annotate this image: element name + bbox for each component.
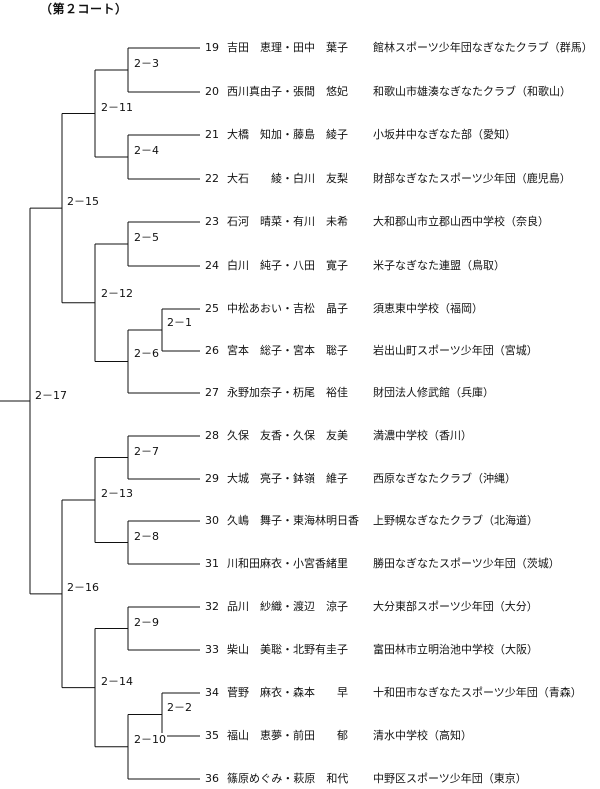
entry-number: 24 [205,259,219,272]
entry-number: 34 [205,686,219,699]
entry-team: 十和田市なぎなたスポーツ少年団（青森） [373,686,582,699]
entry-players: 品川 紗織・渡辺 涼子 [227,600,348,613]
match-label-m2-2: 2－2 [166,701,193,715]
entry-row: 32 品川 紗織・渡辺 涼子 大分東部スポーツ少年団（大分） [205,597,538,617]
court-title: （第２コート） [40,2,128,16]
entry-team: 清水中学校（高知） [373,729,472,742]
entry-number: 36 [205,772,219,785]
entry-players: 久嶋 舞子・東海林明日香 [227,514,359,527]
entry-number: 33 [205,643,219,656]
entry-number: 25 [205,302,219,315]
match-label-m2-6: 2－6 [133,347,160,361]
entry-players: 永野加奈子・杤尾 裕佳 [227,386,348,399]
match-label-m2-13: 2－13 [100,487,134,501]
entry-team: 大分東部スポーツ少年団（大分） [373,600,538,613]
entry-team: 岩出山町スポーツ少年団（宮城） [373,344,538,357]
match-label-m2-5: 2－5 [133,231,160,245]
match-label-m2-11: 2－11 [100,101,134,115]
entry-team: 富田林市立明治池中学校（大阪） [373,643,538,656]
entry-team: 大和郡山市立郡山西中学校（奈良） [373,215,549,228]
entry-players: 石河 晴菜・有川 未希 [227,215,348,228]
match-label-m2-1: 2－1 [166,316,193,330]
match-label-m2-15: 2－15 [66,195,100,209]
entry-number: 23 [205,215,219,228]
entry-team: 上野幌なぎなたクラブ（北海道） [373,514,538,527]
entry-row: 28 久保 友香・久保 友美 満濃中学校（香川） [205,426,472,446]
entry-players: 久保 友香・久保 友美 [227,429,348,442]
entry-players: 大城 亮子・鉢嶺 維子 [227,472,348,485]
entry-team: 満濃中学校（香川） [373,429,472,442]
entry-players: 篠原めぐみ・萩原 和代 [227,772,349,785]
entry-number: 27 [205,386,219,399]
match-label-m2-4: 2－4 [133,144,160,158]
entry-number: 32 [205,600,219,613]
entry-team: 財団法人修武館（兵庫） [373,386,494,399]
match-label-m2-12: 2－12 [100,287,134,301]
entry-players: 福山 恵夢・前田 郁 [227,729,348,742]
entry-row: 27 永野加奈子・杤尾 裕佳 財団法人修武館（兵庫） [205,383,494,403]
entry-players: 大石 綾・白川 友梨 [227,172,348,185]
entry-row: 29 大城 亮子・鉢嶺 維子 西原なぎなたクラブ（沖縄） [205,469,516,489]
entry-players: 中松あおい・吉松 晶子 [227,302,348,315]
entry-players: 宮本 総子・宮本 聡子 [227,344,348,357]
match-label-m2-16: 2－16 [66,581,100,595]
entry-row: 33 柴山 美聡・北野有圭子 富田林市立明治池中学校（大阪） [205,640,538,660]
entry-team: 須恵東中学校（福岡） [373,302,483,315]
match-label-m2-3: 2－3 [133,57,160,71]
match-label-m2-10: 2－10 [133,733,167,747]
entry-row: 22 大石 綾・白川 友梨 財部なぎなたスポーツ少年団（鹿児島） [205,169,571,189]
match-label-m2-17: 2－17 [34,389,68,403]
match-label-m2-8: 2－8 [133,530,160,544]
entry-team: 館林スポーツ少年団なぎなたクラブ（群馬） [373,41,593,54]
entry-row: 26 宮本 総子・宮本 聡子 岩出山町スポーツ少年団（宮城） [205,341,538,361]
entry-row: 30 久嶋 舞子・東海林明日香 上野幌なぎなたクラブ（北海道） [205,511,538,531]
entry-row: 23 石河 晴菜・有川 未希 大和郡山市立郡山西中学校（奈良） [205,212,549,232]
entry-row: 31 川和田麻衣・小宮香緒里 勝田なぎなたスポーツ少年団（茨城） [205,554,560,574]
entry-number: 31 [205,557,219,570]
entry-number: 22 [205,172,219,185]
entry-number: 30 [205,514,219,527]
entry-number: 29 [205,472,219,485]
entry-team: 小坂井中なぎなた部（愛知） [373,128,516,141]
entry-number: 20 [205,85,219,98]
entry-players: 吉田 恵理・田中 葉子 [227,41,348,54]
entry-players: 西川真由子・張間 悠妃 [227,85,348,98]
entry-team: 中野区スポーツ少年団（東京） [373,772,527,785]
entry-row: 19 吉田 恵理・田中 葉子 館林スポーツ少年団なぎなたクラブ（群馬） [205,38,593,58]
entry-row: 35 福山 恵夢・前田 郁 清水中学校（高知） [205,726,472,746]
entry-players: 川和田麻衣・小宮香緒里 [227,557,348,570]
entry-players: 菅野 麻衣・森本 早 [227,686,348,699]
entry-number: 35 [205,729,219,742]
entry-number: 21 [205,128,219,141]
entry-players: 大橋 知加・藤島 綾子 [227,128,348,141]
entry-team: 米子なぎなた連盟（鳥取） [373,259,505,272]
entry-team: 西原なぎなたクラブ（沖縄） [373,472,516,485]
entry-team: 勝田なぎなたスポーツ少年団（茨城） [373,557,560,570]
entry-row: 21 大橋 知加・藤島 綾子 小坂井中なぎなた部（愛知） [205,125,516,145]
entry-row: 25 中松あおい・吉松 晶子 須恵東中学校（福岡） [205,299,483,319]
entry-team: 和歌山市雄湊なぎなたクラブ（和歌山） [373,85,571,98]
match-label-m2-9: 2－9 [133,616,160,630]
entry-number: 28 [205,429,219,442]
entry-row: 36 篠原めぐみ・萩原 和代 中野区スポーツ少年団（東京） [205,769,527,789]
entry-row: 20 西川真由子・張間 悠妃 和歌山市雄湊なぎなたクラブ（和歌山） [205,82,571,102]
entry-players: 白川 純子・八田 寛子 [227,259,348,272]
match-label-m2-14: 2－14 [100,675,134,689]
entry-number: 26 [205,344,219,357]
entry-row: 24 白川 純子・八田 寛子 米子なぎなた連盟（鳥取） [205,256,505,276]
match-label-m2-7: 2－7 [133,445,160,459]
entry-team: 財部なぎなたスポーツ少年団（鹿児島） [373,172,571,185]
entry-players: 柴山 美聡・北野有圭子 [227,643,348,656]
entry-row: 34 菅野 麻衣・森本 早 十和田市なぎなたスポーツ少年団（青森） [205,683,582,703]
entry-number: 19 [205,41,219,54]
